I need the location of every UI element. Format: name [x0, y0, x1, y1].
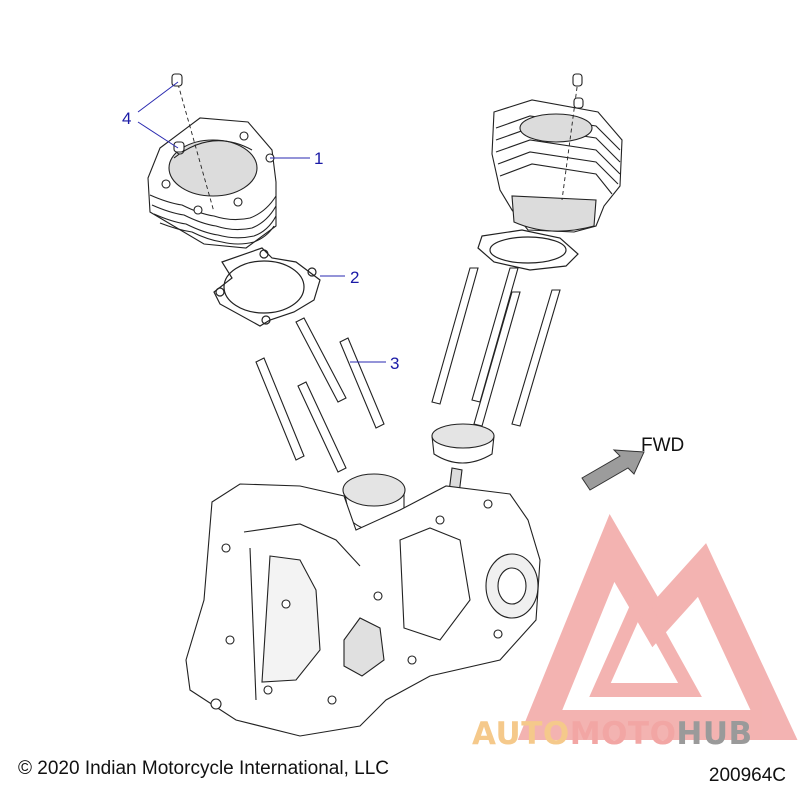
callout-2: 2 [350, 268, 359, 287]
callout-1: 1 [314, 149, 323, 168]
forward-arrow-icon [581, 449, 645, 491]
copyright-notice: © 2020 Indian Motorcycle International, … [18, 758, 389, 779]
forward-direction-label: FWD [641, 435, 684, 456]
diagram-code: 200964C [708, 765, 786, 786]
callout-leaders [137, 81, 386, 363]
rear-piston [431, 423, 495, 503]
crankcase [185, 483, 541, 737]
watermark-word-auto: AUTO [472, 716, 570, 752]
callout-4: 4 [122, 109, 131, 128]
rear-cylinder-gasket [477, 229, 579, 271]
dowel-pins [171, 73, 185, 153]
front-cylinder-studs [255, 317, 385, 473]
rear-cylinder [491, 73, 623, 233]
watermark-wordmark: AUTOMOTOHUB [472, 716, 753, 752]
front-cylinder [147, 83, 277, 249]
watermark-word-moto: MOTO [569, 716, 677, 752]
front-cylinder-gasket [213, 247, 321, 327]
watermark-word-hub: HUB [676, 716, 753, 752]
watermark-logo-icon [517, 514, 798, 740]
callout-3: 3 [390, 354, 399, 373]
rear-cylinder-studs [431, 267, 561, 427]
